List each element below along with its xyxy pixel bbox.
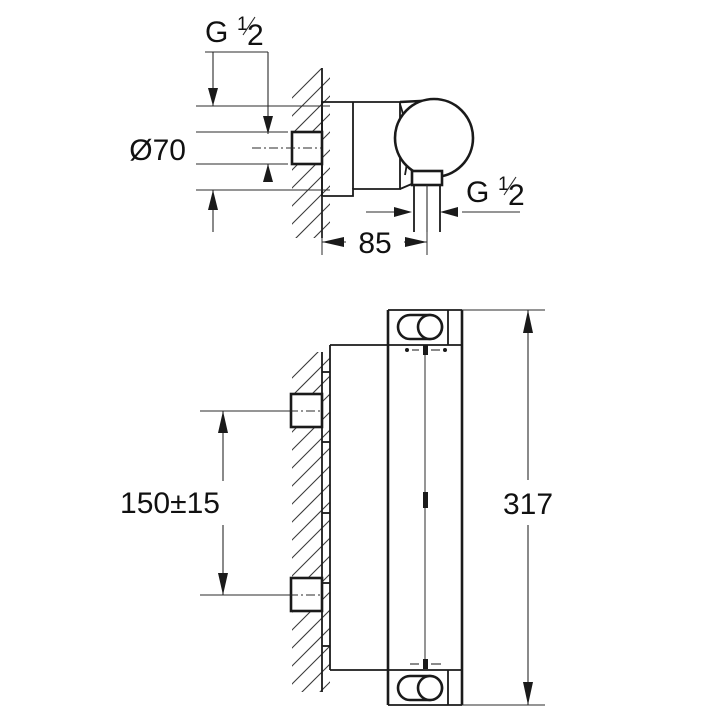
handle-circle-top xyxy=(393,97,475,179)
centre-mark-middle xyxy=(423,492,428,508)
centre-mark-bottom xyxy=(410,659,441,669)
thread-top-label-g: G xyxy=(205,16,228,49)
thread-outlet-label-numerator: 1 xyxy=(498,174,509,195)
handle-top-front xyxy=(396,313,444,341)
centre-mark-top xyxy=(405,345,447,355)
dimension-thread-outlet: G 1 2 xyxy=(366,174,525,217)
length-317-label: 317 xyxy=(503,488,553,521)
dimension-diameter-70: Ø70 xyxy=(129,102,330,232)
dimension-thread-top: G 1 2 xyxy=(205,14,273,134)
dimension-centres-150: 150±15 xyxy=(120,410,291,596)
dimension-length-317: 317 xyxy=(462,309,553,706)
outlet-pipe-top xyxy=(410,169,444,232)
wall-connector-top xyxy=(252,130,324,166)
thread-top-label-numerator: 1 xyxy=(237,14,248,35)
front-view-group: 150±15 317 xyxy=(120,309,553,706)
centres-150-label: 150±15 xyxy=(120,487,220,520)
handle-bottom-front xyxy=(396,674,444,702)
cylinder-centerline xyxy=(405,345,447,669)
thread-top-label-denominator: 2 xyxy=(247,19,264,52)
wall-connector-lower xyxy=(272,576,324,613)
diameter-70-label: Ø70 xyxy=(129,134,186,167)
thread-outlet-label-g: G xyxy=(466,176,489,209)
top-view-group: G 1 2 xyxy=(129,14,525,260)
depth-85-label: 85 xyxy=(358,227,391,260)
thread-outlet-label-denominator: 2 xyxy=(508,179,525,212)
dimension-depth-85: 85 xyxy=(321,196,428,260)
